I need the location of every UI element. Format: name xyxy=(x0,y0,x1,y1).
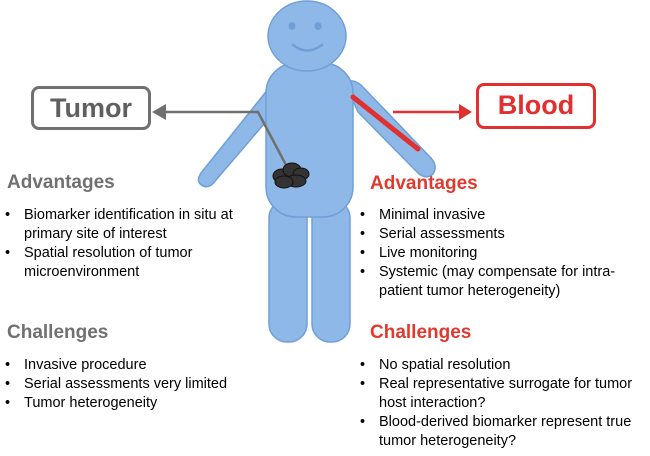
tumor-mass-icon xyxy=(272,162,310,189)
tumor-challenges-heading: Challenges xyxy=(7,322,109,343)
list-item: Serial assessments very limited xyxy=(3,375,283,394)
left-eye xyxy=(288,22,296,30)
blood-draw-line xyxy=(350,94,421,152)
list-item: Real representative surrogate for tumor … xyxy=(358,375,650,413)
list-item: Serial assessments xyxy=(358,225,650,244)
list-item: Live monitoring xyxy=(358,244,650,263)
left-leg xyxy=(268,199,308,343)
tumor-label: Tumor xyxy=(31,86,151,130)
list-item: Spatial resolution of tumor microenviron… xyxy=(3,244,263,282)
blood-arrow-head xyxy=(459,104,472,120)
tumor-arrow xyxy=(162,110,288,166)
torso xyxy=(265,62,354,218)
blood-label: Blood xyxy=(476,83,596,129)
list-item: Invasive procedure xyxy=(3,356,283,375)
blood-challenges-heading: Challenges xyxy=(370,322,472,343)
tumor-arrow-head xyxy=(152,104,166,120)
list-item: Tumor heterogeneity xyxy=(3,394,283,413)
blood-advantages-heading: Advantages xyxy=(370,173,478,194)
blood-challenges-list: No spatial resolution Real representativ… xyxy=(358,356,650,451)
right-leg xyxy=(311,199,351,343)
head xyxy=(267,0,347,72)
tumor-challenges-list: Invasive procedure Serial assessments ve… xyxy=(3,356,283,413)
list-item: Systemic (may compensate for intra-patie… xyxy=(358,263,650,301)
blood-advantages-list: Minimal invasive Serial assessments Live… xyxy=(358,206,650,301)
list-item: No spatial resolution xyxy=(358,356,650,375)
list-item: Minimal invasive xyxy=(358,206,650,225)
list-item: Blood-derived biomarker represent true t… xyxy=(358,413,650,451)
mouth xyxy=(291,43,324,52)
tumor-advantages-list: Biomarker identification in situ at prim… xyxy=(3,206,263,282)
tumor-advantages-heading: Advantages xyxy=(7,172,115,193)
face xyxy=(288,22,322,30)
right-eye xyxy=(314,22,322,30)
list-item: Biomarker identification in situ at prim… xyxy=(3,206,263,244)
left-arm xyxy=(197,86,277,188)
